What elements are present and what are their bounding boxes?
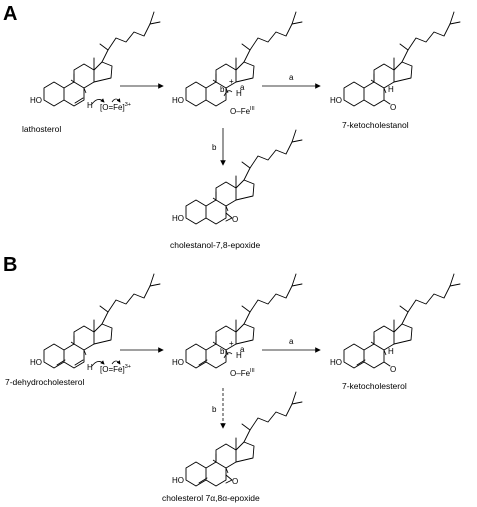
curved-arrow-a bbox=[91, 98, 105, 105]
path-b-label: b bbox=[220, 85, 225, 94]
o-fe-label: O–FeIII bbox=[230, 106, 255, 116]
arrow-label-b: b bbox=[212, 405, 217, 414]
molecule-7-ketocholestanol: HO O H bbox=[330, 11, 461, 112]
label-lathosterol: lathosterol bbox=[22, 124, 61, 134]
curved-arrow bbox=[223, 352, 233, 359]
epoxide-oxygen-label: O bbox=[232, 215, 238, 224]
hydroxyl-label: HO bbox=[172, 214, 184, 223]
panel-letter-a: A bbox=[3, 3, 17, 25]
label-7-ketocholestanol: 7-ketocholestanol bbox=[342, 120, 409, 130]
path-a-label: a bbox=[240, 345, 245, 354]
hydrogen-label: H bbox=[236, 89, 242, 98]
curved-arrow-b bbox=[91, 360, 105, 367]
path-a-label: a bbox=[240, 83, 245, 92]
cation-label: + bbox=[229, 77, 234, 86]
label-cholesterol-epoxide: cholesterol 7α,8α-epoxide bbox=[162, 493, 260, 503]
ketone-oxygen-label: O bbox=[390, 103, 396, 112]
hydroxyl-label: HO bbox=[172, 476, 184, 485]
molecule-intermediate-a: HO + H a b O–FeIII bbox=[172, 11, 303, 116]
molecule-cholestanol-epoxide: HO O bbox=[172, 129, 303, 225]
hydroxyl-label: HO bbox=[330, 358, 342, 367]
hydroxyl-label: HO bbox=[330, 96, 342, 105]
molecule-7-ketocholesterol: HO O H bbox=[330, 273, 461, 374]
molecule-lathosterol: HO H bbox=[30, 11, 161, 110]
hydrogen-label: H bbox=[87, 101, 93, 110]
reagent-a: [O=Fe]3+ bbox=[100, 102, 131, 112]
ketone-oxygen-label: O bbox=[390, 365, 396, 374]
label-cholestanol-epoxide: cholestanol-7,8-epoxide bbox=[170, 240, 261, 250]
hydroxyl-label: HO bbox=[172, 358, 184, 367]
reagent-b: [O=Fe]3+ bbox=[100, 364, 131, 374]
epoxide-oxygen-label: O bbox=[232, 477, 238, 486]
hydroxyl-label: HO bbox=[30, 96, 42, 105]
molecule-intermediate-b: HO + H a b O–FeIII bbox=[172, 273, 303, 378]
arrow-label-b: b bbox=[212, 143, 217, 152]
cation-label: + bbox=[229, 339, 234, 348]
label-7-dehydrocholesterol: 7-dehydrocholesterol bbox=[5, 377, 84, 387]
molecule-7-dehydrocholesterol: HO H bbox=[30, 273, 161, 372]
hydrogen-label: H bbox=[236, 351, 242, 360]
panel-letter-b: B bbox=[3, 254, 17, 276]
hydroxyl-label: HO bbox=[172, 96, 184, 105]
hydroxyl-label: HO bbox=[30, 358, 42, 367]
molecule-cholesterol-epoxide: HO O bbox=[172, 391, 303, 487]
hydrogen-label: H bbox=[87, 363, 93, 372]
label-7-ketocholesterol: 7-ketocholesterol bbox=[342, 381, 407, 391]
arrow-label-a: a bbox=[289, 73, 294, 82]
hydrogen-label: H bbox=[388, 85, 394, 94]
curved-arrow bbox=[223, 90, 233, 97]
arrow-label-a: a bbox=[289, 337, 294, 346]
curved-arrow-b2 bbox=[111, 360, 121, 365]
curved-arrow-a2 bbox=[111, 98, 121, 103]
hydrogen-label: H bbox=[388, 347, 394, 356]
o-fe-label: O–FeIII bbox=[230, 368, 255, 378]
path-b-label: b bbox=[220, 347, 225, 356]
